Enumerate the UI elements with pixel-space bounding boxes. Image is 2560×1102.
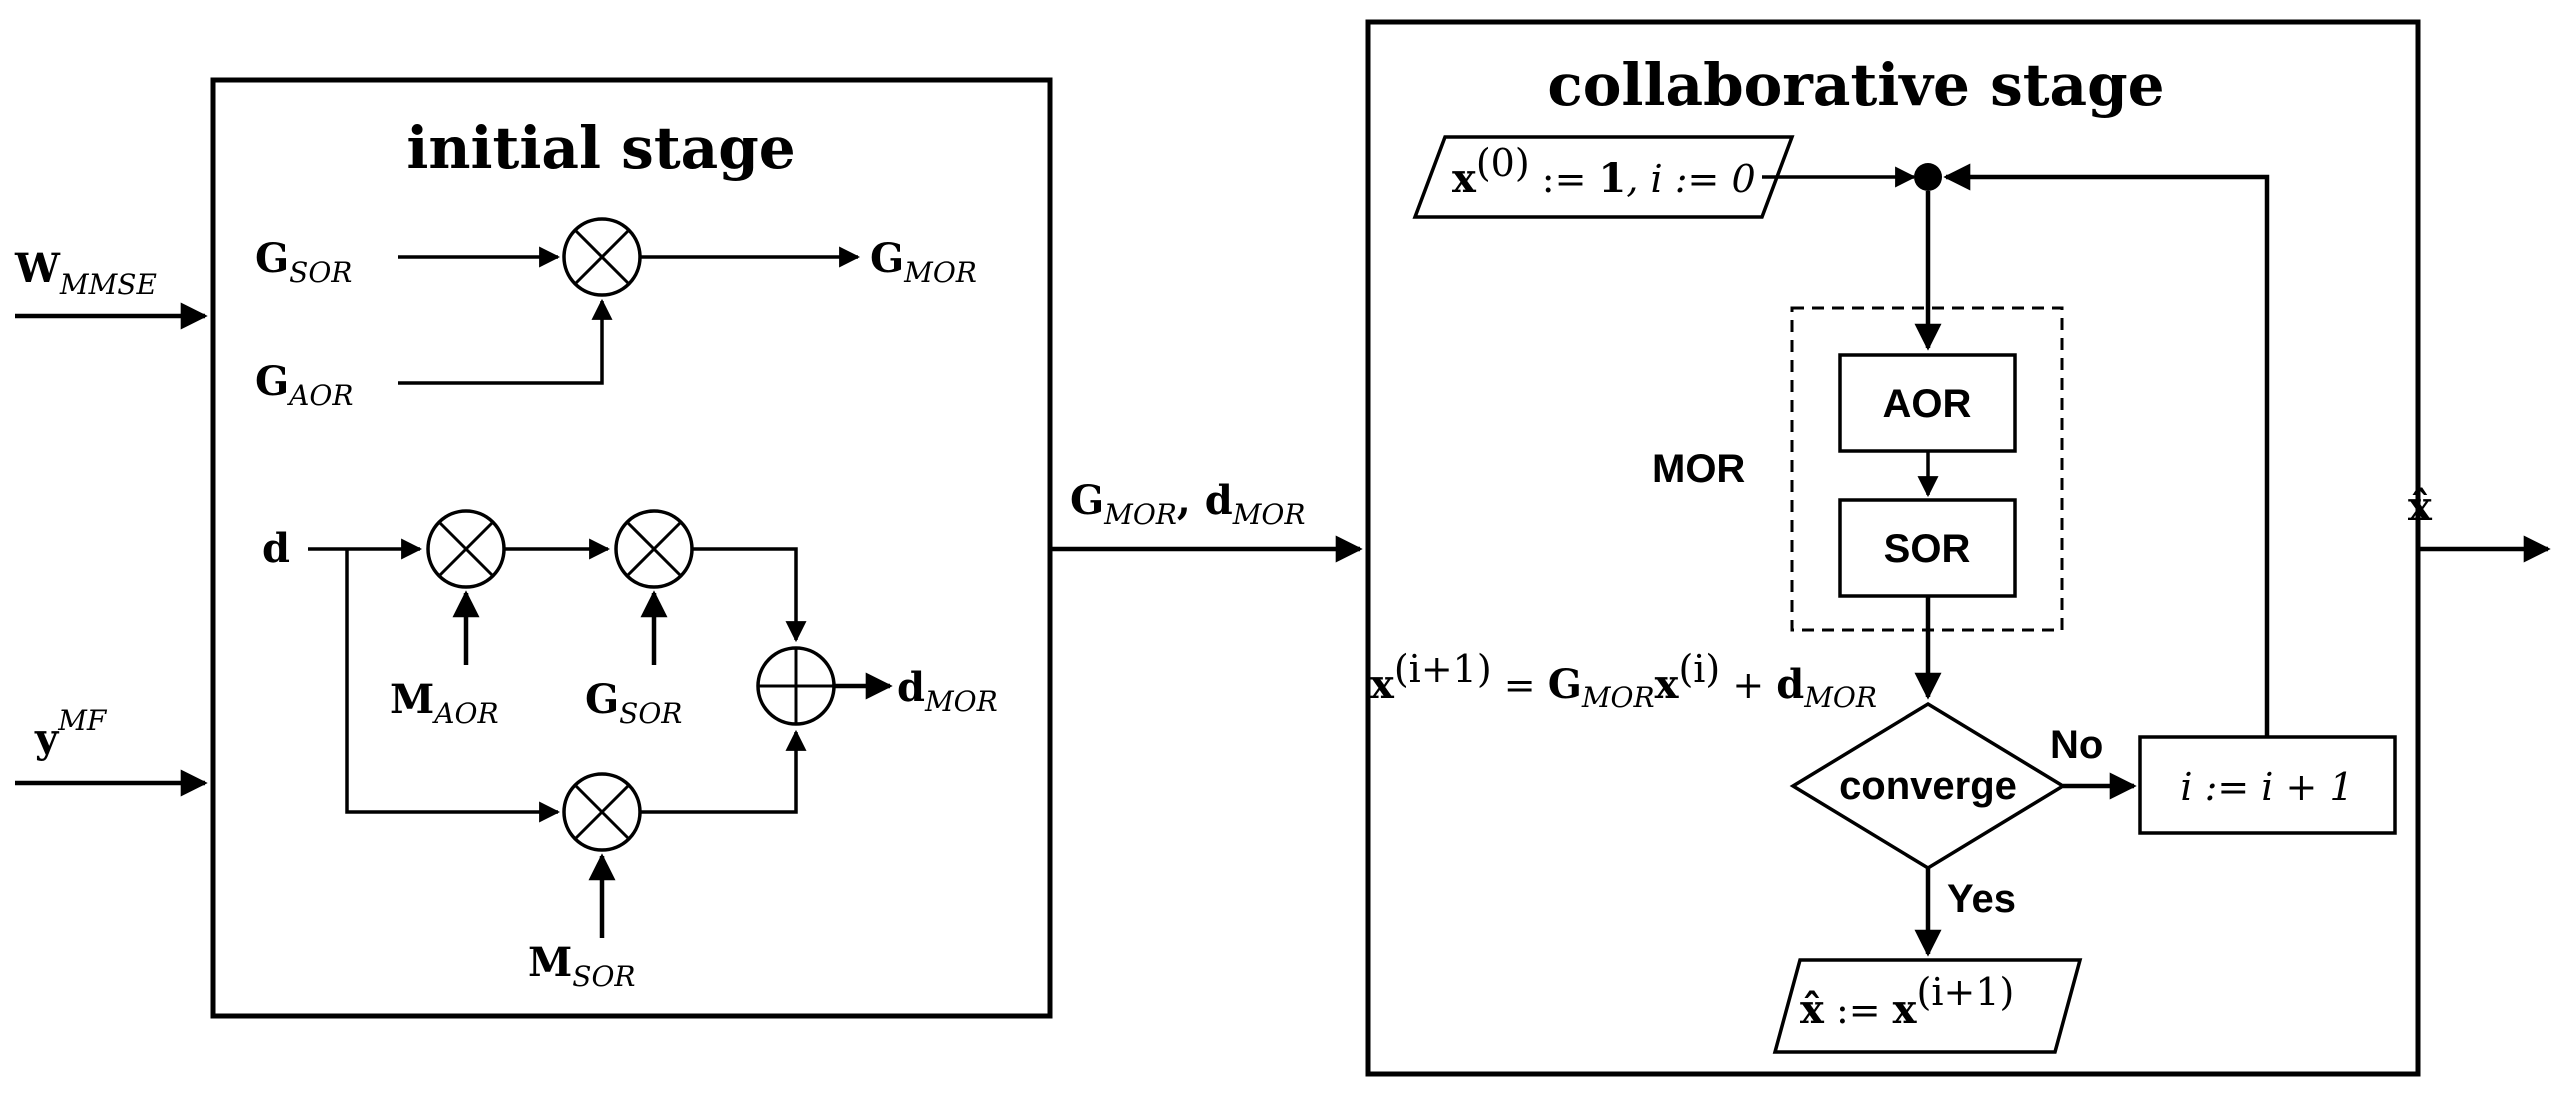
multiply-op-2 [614,509,694,589]
aor-block [1838,353,2017,453]
d-mor-label: dMOR [897,664,998,718]
g-sor-2-label: GSOR [585,676,682,730]
input-y-mf-label: yMF [34,704,108,762]
yes-label: Yes [1947,877,2016,921]
mult-2-to-add [692,547,807,643]
add-op [756,646,836,726]
converge-label: converge [1839,764,2017,808]
d-label: d [262,525,290,572]
update-equation: x(i+1) = GMORx(i) + dMOR [1370,647,1877,714]
output-parallelogram [1772,958,2083,1054]
input-w-mmse-label: WMMSE [14,245,157,301]
init-parallelogram [1412,135,1795,219]
mult-3-to-add [640,729,807,814]
m-sor-label: MSOR [528,939,636,993]
mor-label: MOR [1652,447,1745,491]
g-aor-label: GAOR [255,358,353,412]
multiply-op-3 [562,772,642,852]
final-output-label: x̂ [2408,483,2433,530]
multiply-op-1 [426,509,506,589]
sor-block [1838,498,2017,598]
multiply-op-top [562,217,642,297]
collaborative-stage-title: collaborative stage [1547,51,2164,119]
aor-block-label: AOR [1883,382,1972,426]
loop-back-wire [1943,163,2270,737]
g-mor-label: GMOR [870,235,977,289]
m-aor-label: MAOR [390,676,499,730]
junction-dot [1914,163,1942,191]
init-label: x(0) := 1, i := 0 [1452,141,1756,202]
sor-block-label: SOR [1884,527,1971,571]
increment-label: i := i + 1 [2180,765,2353,809]
output-assign-label: x̂ := x(i+1) [1800,970,2014,1033]
stage-link-label: GMOR, dMOR [1070,477,1305,531]
g-sor-label: GSOR [255,235,352,289]
initial-stage-title: initial stage [406,114,795,182]
no-label: No [2050,723,2103,767]
g-aor-arrow [398,298,613,385]
d-bypass-wire [345,549,561,823]
increment-box [2138,735,2397,835]
